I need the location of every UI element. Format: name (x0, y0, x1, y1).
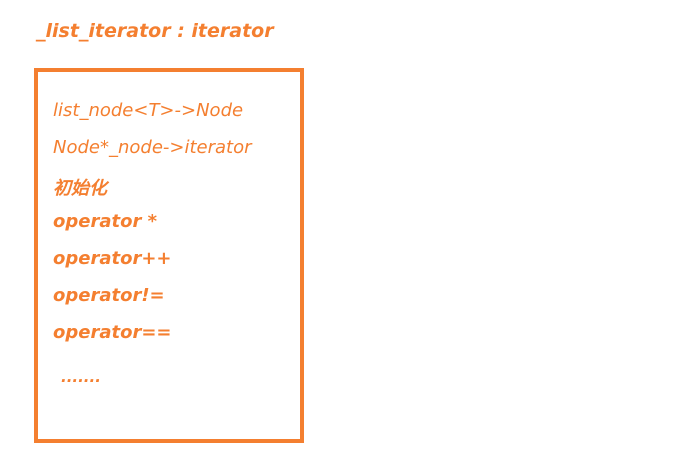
member-item: operator== (53, 322, 172, 343)
member-item: operator * (53, 211, 158, 232)
member-item: operator++ (53, 248, 172, 269)
ellipsis-item: ....... (61, 368, 101, 386)
member-item: 初始化 (53, 178, 107, 199)
class-title: _list_iterator : iterator (36, 20, 274, 42)
member-item: Node*_node->iterator (53, 137, 252, 158)
member-item: operator!= (53, 285, 165, 306)
member-box: list_node<T>->Node Node*_node->iterator … (34, 68, 304, 443)
member-item: list_node<T>->Node (53, 100, 244, 121)
